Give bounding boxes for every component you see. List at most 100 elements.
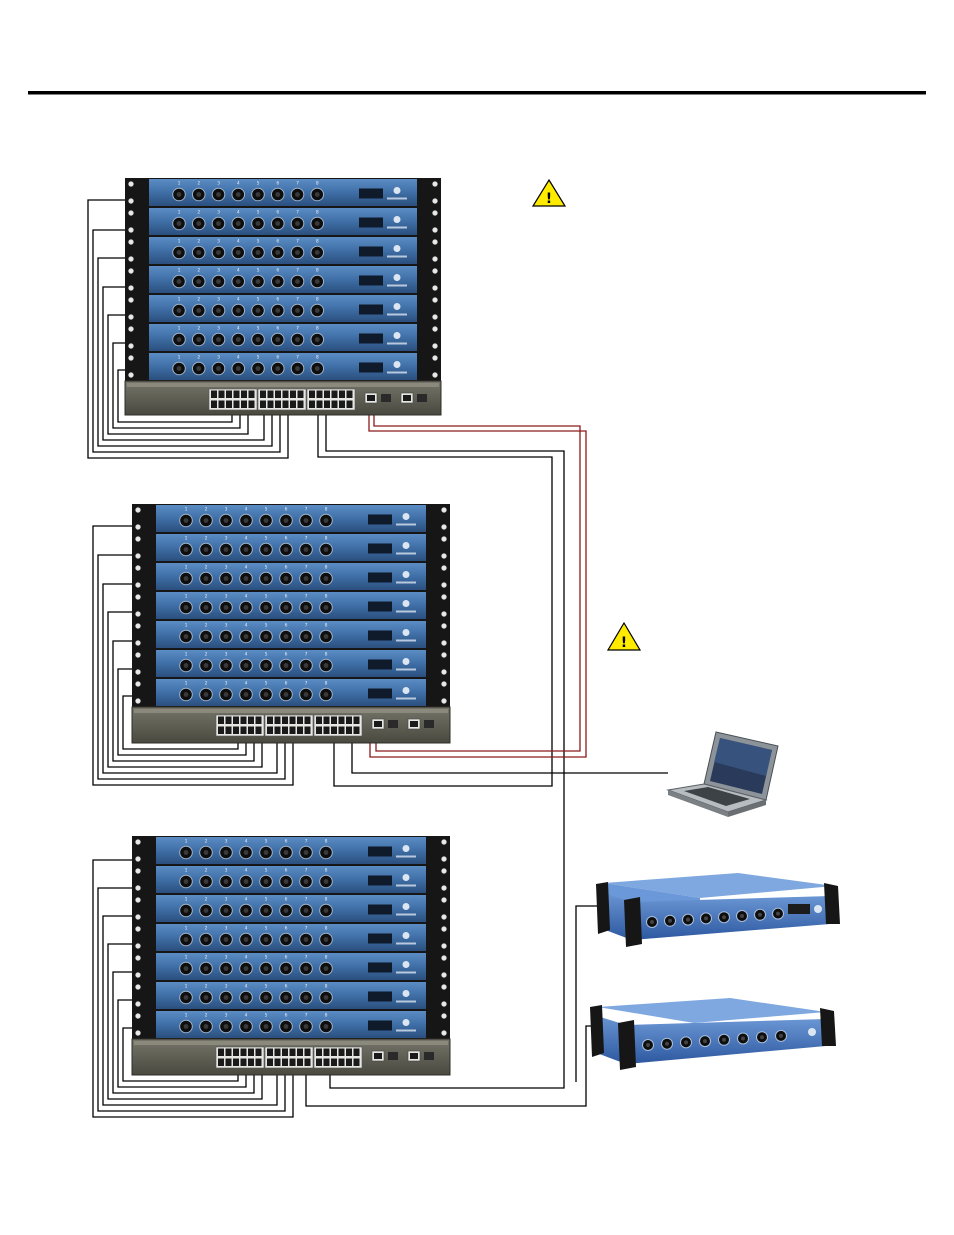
channel-number: 5 [257, 181, 260, 187]
desktop-stagebox-1 [596, 873, 840, 947]
channel-number: 4 [237, 210, 240, 216]
channel-number: 1 [185, 652, 188, 658]
channel-number: 7 [305, 565, 308, 571]
channel-number: 7 [305, 594, 308, 600]
channel-number: 1 [185, 984, 188, 990]
channel-number: 7 [305, 984, 308, 990]
uplink-cable [368, 400, 587, 758]
channel-number: 1 [185, 623, 188, 629]
channel-number: 6 [285, 984, 288, 990]
channel-number: 5 [257, 210, 260, 216]
channel-number: 3 [217, 210, 220, 216]
channel-number: 4 [237, 181, 240, 187]
channel-number: 2 [197, 239, 200, 245]
channel-number: 7 [305, 536, 308, 542]
channel-number: 1 [178, 297, 181, 303]
channel-number: 3 [225, 1013, 228, 1019]
channel-number: 4 [245, 507, 248, 513]
channel-number: 8 [316, 297, 319, 303]
channel-number: 4 [237, 355, 240, 361]
channel-number: 4 [245, 868, 248, 874]
channel-number: 5 [265, 984, 268, 990]
channel-number: 3 [225, 594, 228, 600]
cable-layer [87, 199, 668, 1118]
channel-number: 6 [285, 1013, 288, 1019]
channel-number: 7 [305, 652, 308, 658]
channel-number: 1 [178, 268, 181, 274]
cable [117, 668, 247, 756]
warning-icon-middle: ! [606, 621, 642, 651]
channel-number: 6 [276, 355, 279, 361]
channel-number: 2 [205, 681, 208, 687]
channel-number: 5 [265, 868, 268, 874]
cable [92, 229, 281, 453]
channel-number: 6 [276, 239, 279, 245]
channel-number: 3 [225, 623, 228, 629]
network-switch [131, 1038, 451, 1076]
cable [97, 257, 273, 447]
channel-number: 8 [325, 955, 328, 961]
channel-number: 2 [205, 565, 208, 571]
channel-number: 6 [285, 565, 288, 571]
channel-number: 3 [225, 897, 228, 903]
channel-number: 3 [225, 868, 228, 874]
channel-number: 1 [178, 326, 181, 332]
channel-number: 2 [197, 181, 200, 187]
channel-number: 5 [257, 355, 260, 361]
channel-number: 1 [178, 210, 181, 216]
channel-number: 6 [285, 536, 288, 542]
channel-number: 6 [285, 681, 288, 687]
channel-number: 7 [305, 507, 308, 513]
channel-number: 4 [245, 955, 248, 961]
channel-number: 6 [285, 623, 288, 629]
channel-number: 6 [285, 839, 288, 845]
cable [102, 915, 278, 1106]
channel-number: 2 [205, 507, 208, 513]
channel-number: 3 [225, 536, 228, 542]
cable [117, 999, 247, 1088]
channel-number: 6 [285, 955, 288, 961]
cable [112, 971, 255, 1094]
channel-number: 8 [325, 839, 328, 845]
uplink-cable [373, 400, 581, 752]
channel-number: 8 [325, 897, 328, 903]
laptop-cable [351, 738, 668, 774]
channel-number: 8 [325, 594, 328, 600]
channel-number: 2 [205, 1013, 208, 1019]
channel-number: 6 [285, 652, 288, 658]
cable [107, 943, 263, 1100]
channel-number: 3 [225, 507, 228, 513]
channel-number: 6 [285, 868, 288, 874]
channel-number: 1 [185, 681, 188, 687]
channel-number: 4 [245, 984, 248, 990]
cable [102, 583, 278, 774]
channel-number: 5 [265, 839, 268, 845]
channel-number: 2 [205, 868, 208, 874]
channel-number: 3 [225, 839, 228, 845]
channel-number: 7 [296, 210, 299, 216]
channel-number: 7 [296, 268, 299, 274]
channel-number: 5 [257, 268, 260, 274]
cable [122, 695, 239, 750]
channel-number: 8 [325, 507, 328, 513]
channel-number: 8 [325, 536, 328, 542]
channel-number: 2 [205, 897, 208, 903]
channel-number: 2 [197, 355, 200, 361]
channel-number: 2 [205, 926, 208, 932]
channel-number: 2 [197, 326, 200, 332]
channel-number: 3 [225, 652, 228, 658]
channel-number: 5 [265, 507, 268, 513]
channel-number: 8 [316, 268, 319, 274]
channel-number: 1 [178, 239, 181, 245]
channel-number: 2 [205, 652, 208, 658]
